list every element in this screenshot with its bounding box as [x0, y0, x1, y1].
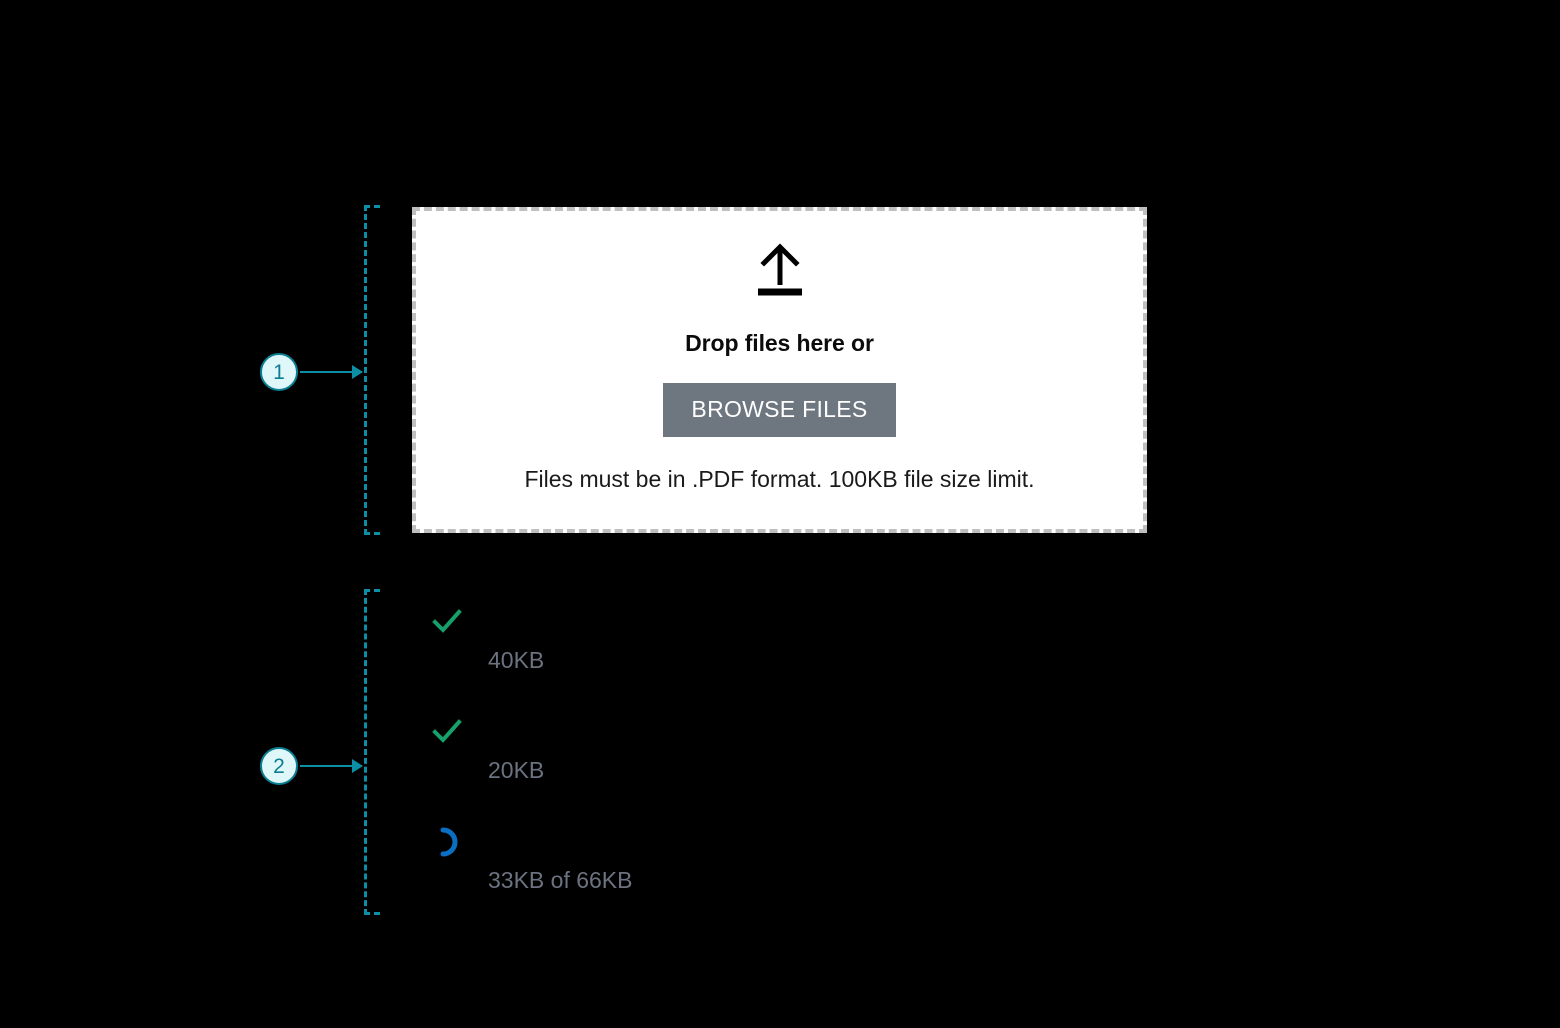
dropzone-heading: Drop files here or [685, 330, 874, 356]
callout-arrow-1 [300, 371, 362, 373]
dropzone-hint-text: Files must be in .PDF format. 100KB file… [524, 466, 1035, 492]
file-size: 20KB [488, 757, 545, 783]
callout-arrow-2 [300, 765, 362, 767]
upload-arrow-icon [750, 241, 810, 304]
check-icon [430, 605, 464, 639]
region-bracket-dropzone [364, 205, 380, 535]
callout-marker-1: 1 [260, 352, 362, 392]
file-upload-progress: 33KB of 66KB [488, 867, 633, 893]
spinner-icon [430, 825, 464, 859]
callout-number-2: 2 [260, 747, 298, 785]
callout-number-1: 1 [260, 353, 298, 391]
file-size: 40KB [488, 647, 545, 673]
region-bracket-file-list [364, 589, 380, 915]
callout-marker-2: 2 [260, 746, 362, 786]
check-icon [430, 715, 464, 749]
browse-files-button[interactable]: BROWSE FILES [663, 383, 896, 437]
upload-dropzone[interactable]: Drop files here or BROWSE FILES Files mu… [412, 207, 1147, 533]
